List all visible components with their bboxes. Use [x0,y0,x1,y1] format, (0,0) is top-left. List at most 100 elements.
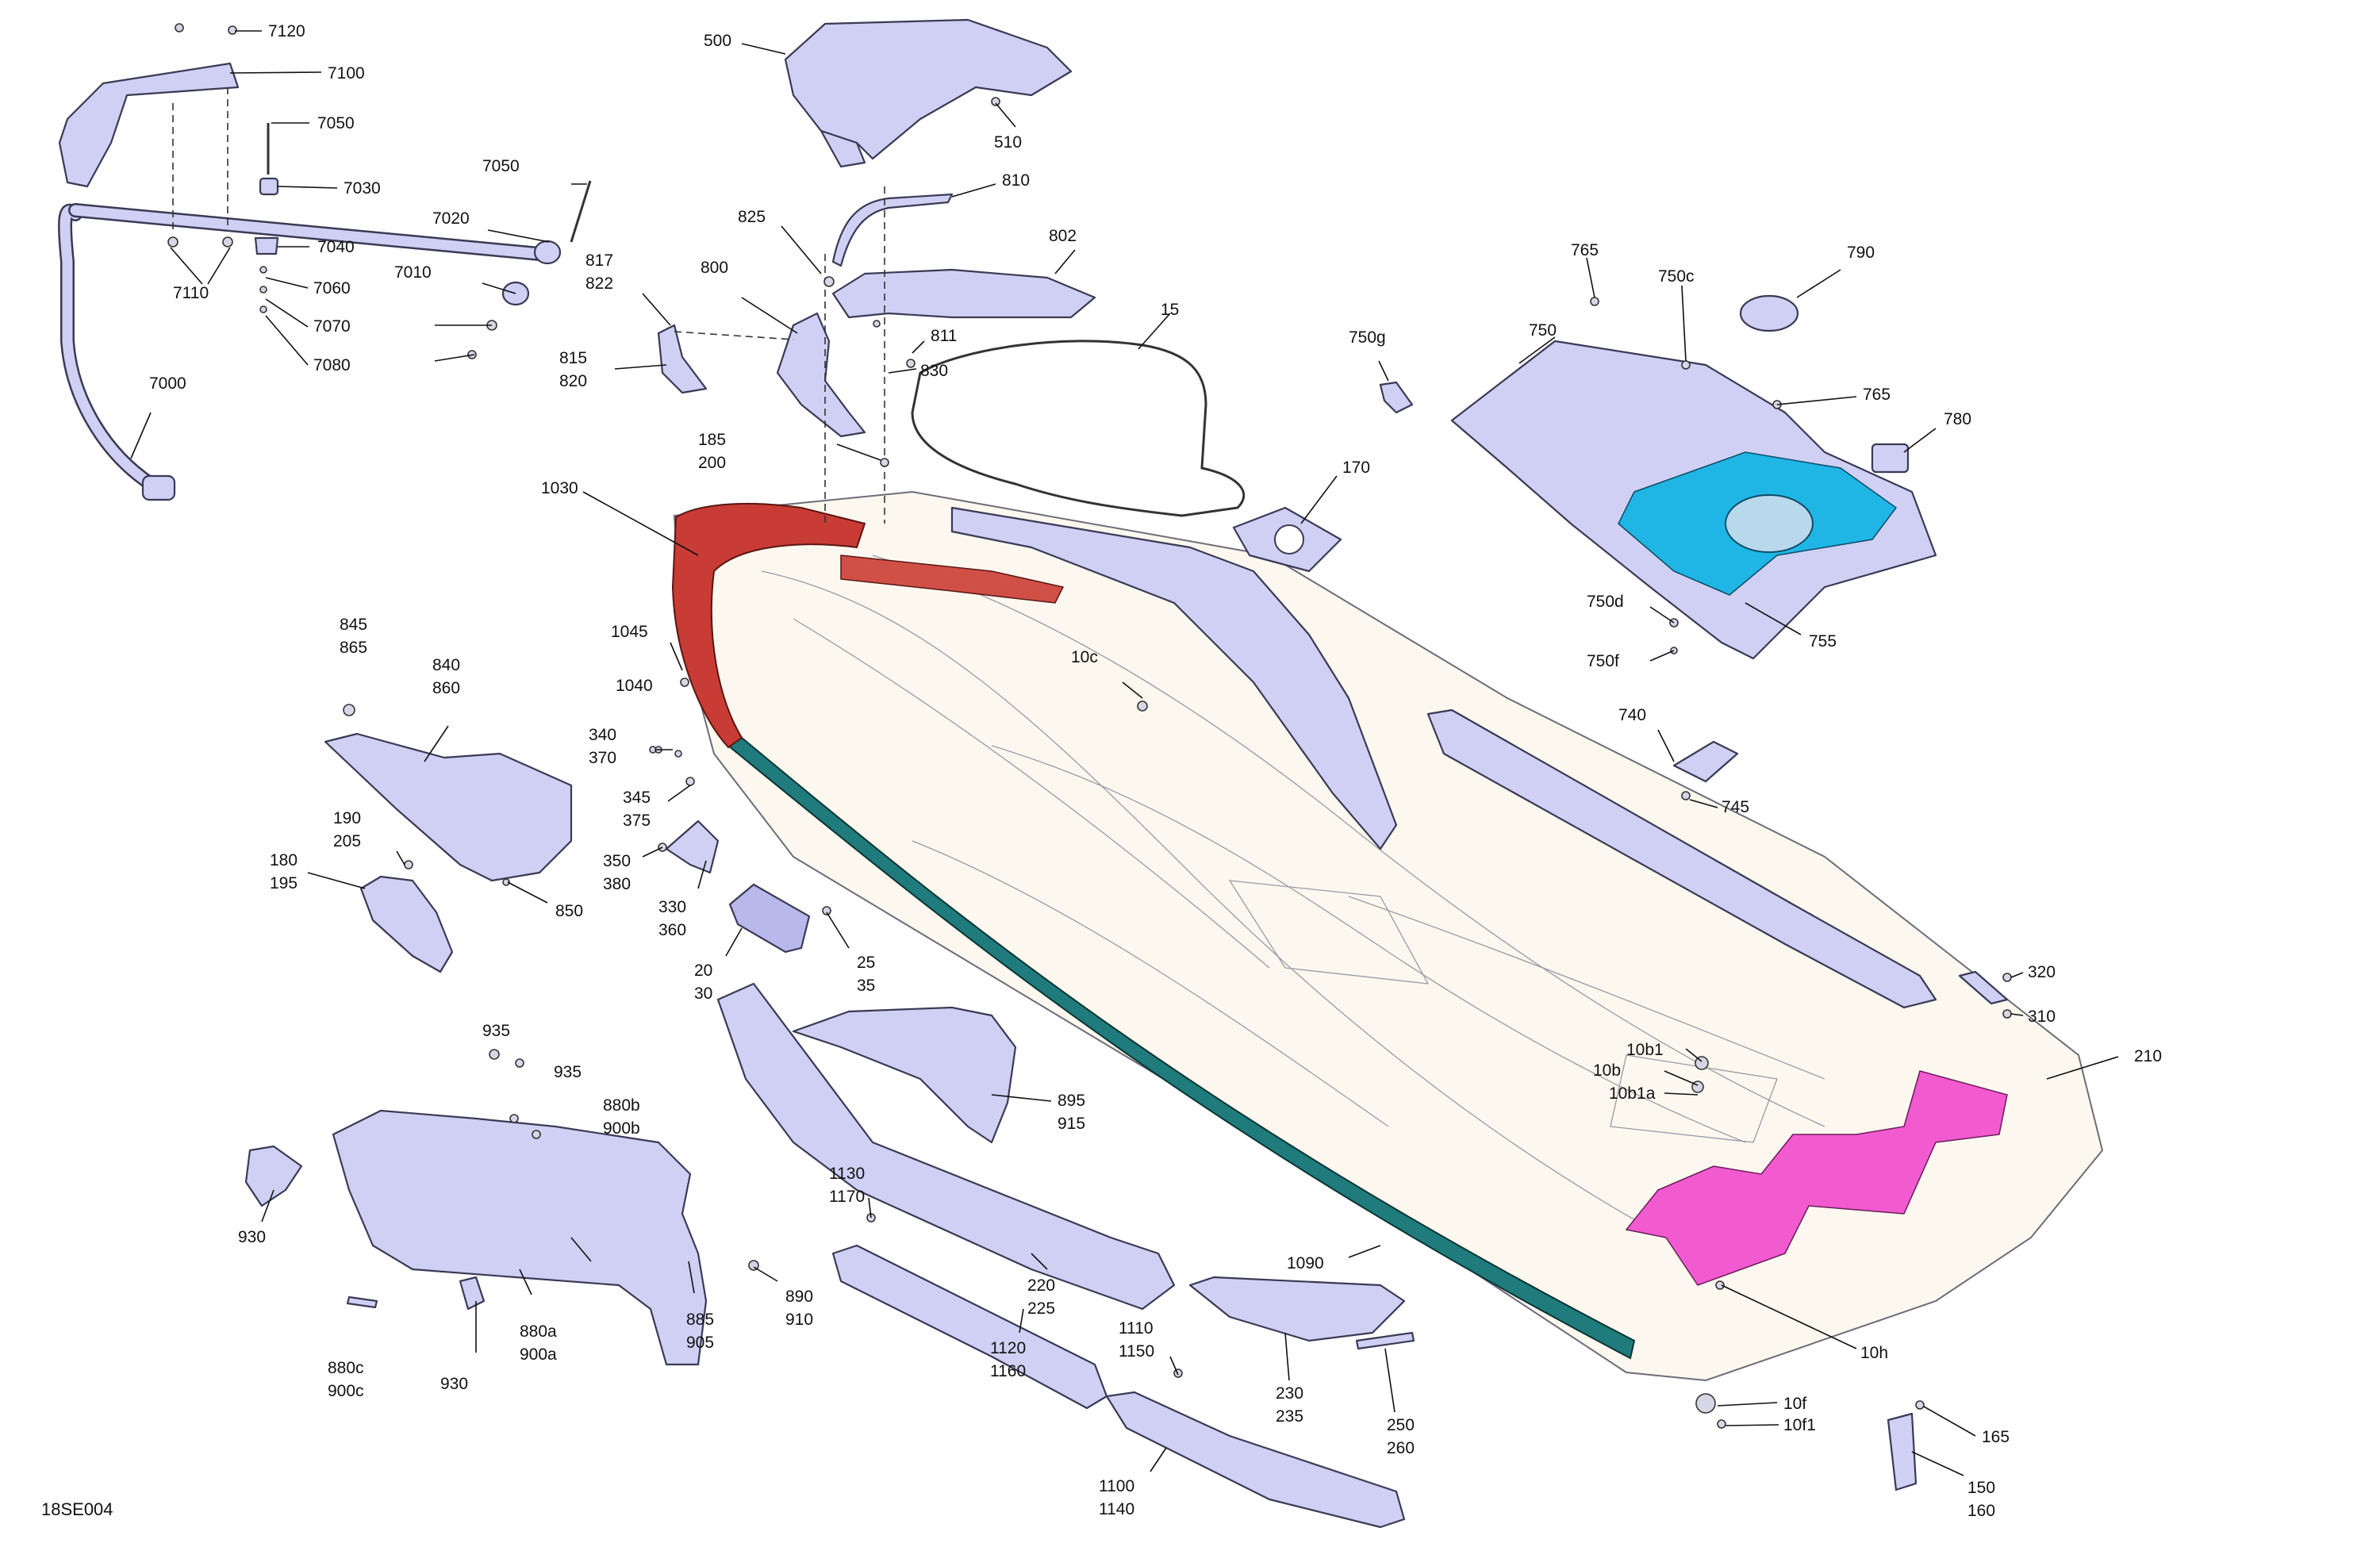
label-340: 340 [589,726,616,744]
label-1040: 1040 [616,677,653,695]
label-1130: 1130 [829,1165,865,1183]
bolt-7050b [570,180,592,243]
label-345: 345 [623,789,651,807]
rear-mat-210 [1625,1070,2008,1286]
label-1100: 1100 [1099,1477,1134,1495]
label-235: 235 [1276,1407,1303,1426]
label-825: 825 [738,208,766,226]
label-885: 885 [686,1311,714,1329]
label-7030: 7030 [344,179,381,198]
label-180: 180 [270,851,298,869]
label-815: 815 [559,349,587,367]
label-195: 195 [270,874,298,892]
module-780 [1871,443,1910,474]
bracket-330 [665,819,720,874]
handlebar-end-weight [141,474,176,501]
label-7050b: 7050 [482,157,520,175]
label-900c: 900c [328,1382,364,1400]
side-cover-880a [332,1109,708,1366]
label-7070: 7070 [313,317,351,336]
clip-930b [459,1276,486,1311]
vent-180 [359,875,454,973]
label-330: 330 [658,898,686,916]
side-rail-1090 [727,736,1636,1360]
strip-880c [346,1295,378,1309]
label-35: 35 [857,977,875,995]
label-185: 185 [698,431,726,449]
label-740: 740 [1618,706,1646,724]
label-890: 890 [785,1288,813,1306]
label-1160: 1160 [990,1362,1026,1380]
label-850: 850 [555,902,583,920]
label-160: 160 [1967,1502,1995,1520]
label-820: 820 [559,372,587,390]
label-7100: 7100 [328,64,365,83]
leader-lines [130,30,2119,1476]
rail-1100 [1105,1391,1406,1529]
label-935: 935 [482,1022,510,1040]
label-780: 780 [1944,410,1971,428]
label-7080: 7080 [313,356,351,374]
console-802 [831,268,1096,319]
label-910: 910 [785,1311,813,1329]
label-811: 811 [931,327,957,345]
rear-deck-assembly [1379,294,2012,1019]
label-250: 250 [1387,1416,1415,1434]
label-360: 360 [658,921,686,939]
label-375: 375 [623,812,651,830]
label-170: 170 [1342,459,1370,477]
label-260: 260 [1387,1439,1415,1457]
trim-810 [831,193,954,267]
figure-id: 18SE004 [41,1499,113,1519]
pad-230 [1188,1276,1406,1342]
latch-750g [1379,381,1414,414]
label-10b1a: 10b1a [1609,1084,1656,1103]
label-822: 822 [585,274,613,293]
trim-895 [792,1006,1017,1144]
label-1030: 1030 [541,479,578,497]
label-1120: 1120 [990,1339,1026,1357]
label-310: 310 [2028,1008,2056,1026]
label-802: 802 [1049,227,1077,245]
label-1150: 1150 [1119,1342,1154,1361]
label-370: 370 [589,749,616,767]
label-30: 30 [694,985,712,1003]
label-10b: 10b [1593,1061,1621,1080]
label-750d: 750d [1587,593,1624,611]
label-790: 790 [1847,244,1875,262]
bracket-740 [1672,740,1739,783]
label-900b: 900b [603,1119,640,1138]
callout-labels: 7120 7100 7050 7030 7050 7040 7020 7010 … [41,22,2162,1520]
label-750c: 750c [1658,267,1695,286]
label-10b1: 10b1 [1626,1041,1664,1059]
label-220: 220 [1027,1276,1055,1295]
label-830: 830 [920,362,948,380]
label-7060: 7060 [313,279,351,297]
label-7050: 7050 [317,114,355,132]
label-190: 190 [333,809,361,827]
front-cap-red [840,555,1065,604]
label-845: 845 [340,616,367,634]
label-750: 750 [1529,321,1557,340]
fuel-cap-790 [1739,294,1799,332]
label-225: 225 [1027,1299,1055,1318]
trim-815 [657,324,708,394]
label-20: 20 [694,961,712,980]
label-510: 510 [994,133,1022,152]
left-side-parts [244,677,1925,1529]
label-930: 930 [238,1228,266,1246]
label-15: 15 [1161,301,1179,319]
deck-rail-right [1426,708,1937,1009]
label-880b: 880b [603,1096,640,1115]
label-25: 25 [857,954,875,972]
label-230: 230 [1276,1384,1303,1403]
label-200: 200 [698,454,726,472]
cover-lower-lip [820,129,866,168]
bushing-7040 [254,236,279,255]
label-915: 915 [1058,1115,1085,1133]
mat-220 [716,982,1176,1311]
label-1090: 1090 [1287,1254,1324,1272]
label-765: 765 [1571,241,1599,259]
mount-20 [728,883,811,954]
